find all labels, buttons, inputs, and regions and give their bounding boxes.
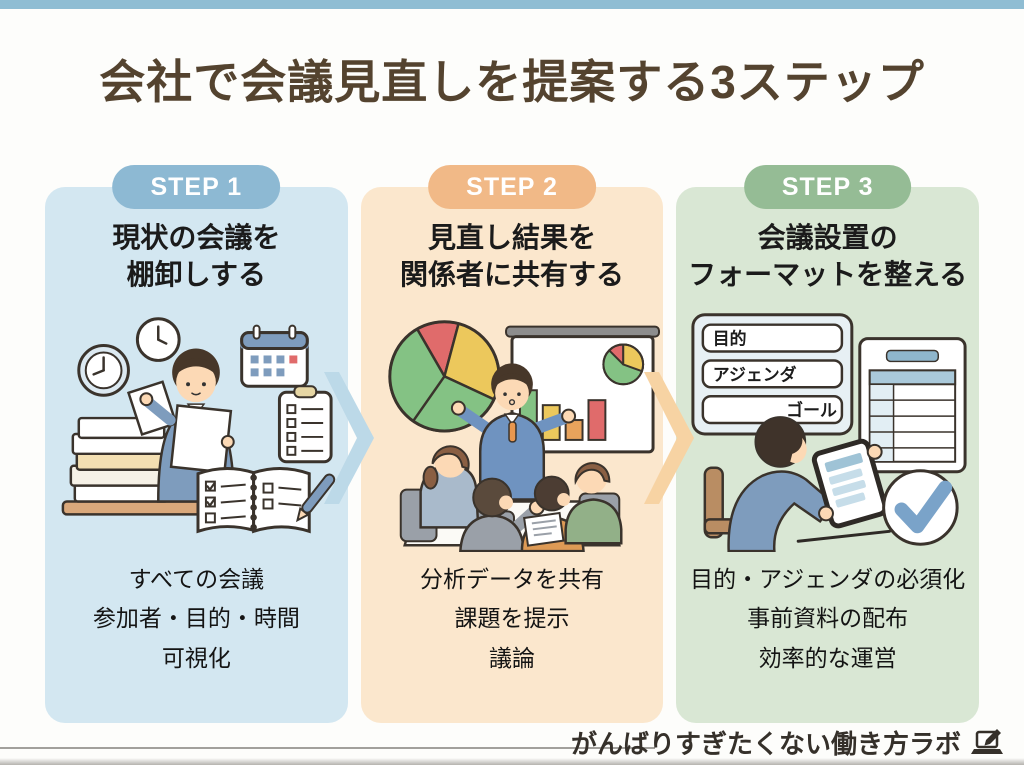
meeting-form: 目的 アジェンダ ゴール (691, 313, 854, 436)
form-field-label: アジェンダ (712, 364, 796, 384)
board-pie-chart (602, 343, 645, 386)
bottom-edge-shadow (0, 758, 1024, 765)
form-field-label: 目的 (712, 328, 746, 348)
audience (399, 445, 623, 552)
tablet (811, 438, 888, 529)
steps-row: STEP 1 現状の会議を 棚卸しする (45, 165, 980, 723)
footer-credit: がんばりすぎたくない働き方ラボ (571, 724, 1004, 761)
calendar-icon (240, 324, 310, 388)
step2-points: 分析データを共有 課題を提示 議論 (361, 560, 664, 679)
footer-divider (0, 747, 655, 749)
form-field-label: ゴール (786, 400, 837, 420)
step3-points: 目的・アジェンダの必須化 事前資料の配布 効率的な運営 (676, 560, 979, 679)
point-line: すべての会議 (128, 565, 265, 592)
point-line: 目的・アジェンダの必須化 (690, 565, 966, 592)
point-line: 分析データを共有 (420, 565, 604, 592)
step2-badge: STEP 2 (428, 165, 596, 209)
point-line: 効率的な運営 (758, 645, 897, 671)
top-accent-bar (0, 0, 1024, 9)
notebook-checklist (196, 466, 336, 534)
step1-badge: STEP 1 (112, 165, 281, 209)
point-line: 課題を提示 (454, 605, 570, 632)
check-circle-icon (881, 469, 959, 546)
footer-label: がんばりすぎたくない働き方ラボ (570, 729, 961, 759)
step3-title: 会議設置の フォーマットを整える (688, 222, 968, 290)
point-line: 参加者・目的・時間 (92, 605, 300, 632)
clock-icon (77, 343, 131, 397)
pie-chart (388, 320, 501, 433)
point-line: 事前資料の配布 (747, 605, 909, 632)
audience-person-green (564, 461, 623, 545)
step1-points: すべての会議 参加者・目的・時間 可視化 (45, 560, 348, 679)
clock-icon-2 (136, 317, 181, 362)
step1-card: STEP 1 現状の会議を 棚卸しする (45, 165, 348, 723)
agenda-document (857, 337, 967, 474)
laptop-pencil-icon (971, 728, 1003, 754)
step2-card: STEP 2 見直し結果を 関係者に共有する (360, 165, 664, 723)
pen-icon (296, 473, 336, 523)
clipboard-icon (278, 385, 333, 464)
audience-woman-left (419, 445, 480, 529)
point-line: 議論 (489, 645, 535, 671)
step2-illustration (388, 320, 661, 552)
step3-badge: STEP 3 (743, 165, 912, 209)
step3-illustration: 目的 アジェンダ ゴール (691, 313, 967, 552)
page-title: 会社で会議見直しを提案する3ステップ (99, 56, 925, 108)
desk-line (796, 529, 891, 543)
presenter-person (450, 363, 577, 501)
step2-title: 見直し結果を 関係者に共有する (400, 222, 625, 290)
person-with-tablet (727, 415, 891, 552)
point-line: 可視化 (161, 645, 231, 671)
step1-illustration (61, 317, 336, 534)
step3-card: STEP 3 会議設置の フォーマットを整える 目的 アジェンダ ゴール (676, 165, 980, 723)
step1-title: 現状の会議を 棚卸しする (112, 222, 281, 290)
